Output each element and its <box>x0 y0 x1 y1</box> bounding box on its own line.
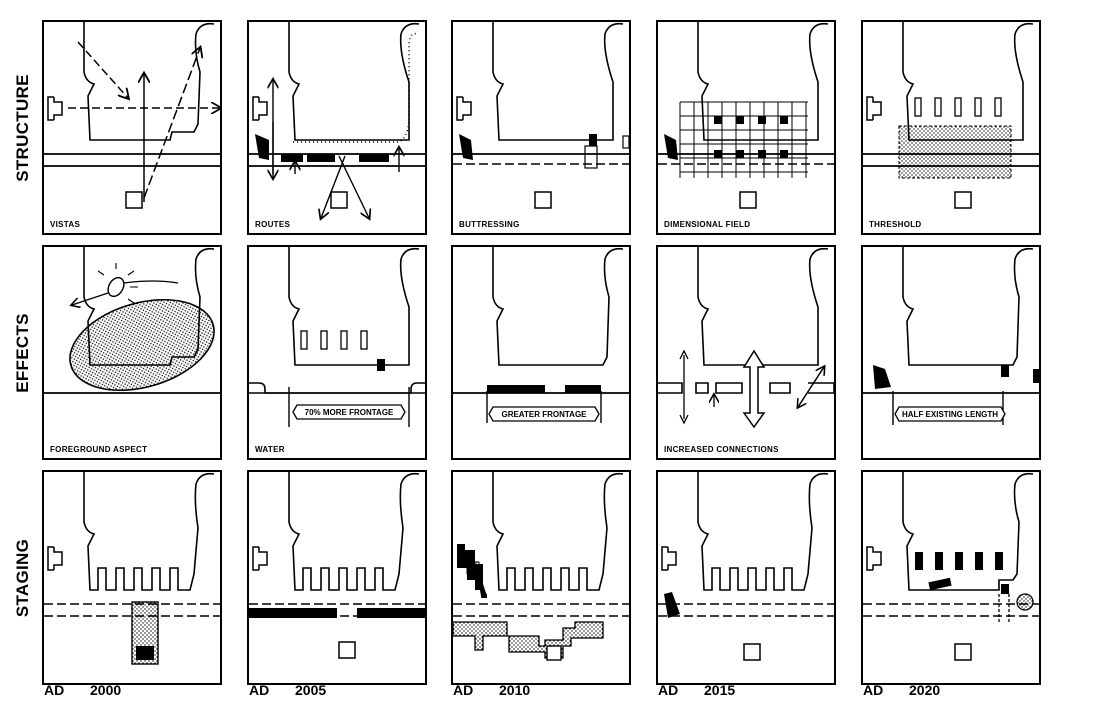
caption-threshold: THRESHOLD <box>869 220 922 229</box>
row-label-staging: STAGING <box>13 538 32 617</box>
panel-buttressing: BUTTRESSING <box>451 20 631 235</box>
banner-half-length: HALF EXISTING LENGTH <box>894 406 1006 422</box>
banner-more-frontage: 70% MORE FRONTAGE <box>292 404 406 420</box>
panel-greater-frontage: GREATER FRONTAGE <box>451 245 631 460</box>
caption-water: WATER <box>255 445 285 454</box>
panel-threshold: THRESHOLD <box>861 20 1041 235</box>
panel-staging-2000 <box>42 470 222 685</box>
panel-staging-2005 <box>247 470 427 685</box>
panel-water: 70% MORE FRONTAGE WATER <box>247 245 427 460</box>
row-label-effects: EFFECTS <box>13 312 32 393</box>
panel-half-length: HALF EXISTING LENGTH <box>861 245 1041 460</box>
caption-vistas: VISTAS <box>50 220 81 229</box>
panel-staging-2020 <box>861 470 1041 685</box>
row-label-structure: STRUCTURE <box>13 73 32 182</box>
caption-dimensional-field: DIMENSIONAL FIELD <box>664 220 751 229</box>
panel-increased-connections: INCREASED CONNECTIONS <box>656 245 836 460</box>
panel-staging-2015 <box>656 470 836 685</box>
panel-vistas: VISTAS <box>42 20 222 235</box>
caption-increased-connections: INCREASED CONNECTIONS <box>664 445 779 454</box>
caption-foreground-aspect: FOREGROUND ASPECT <box>50 445 148 454</box>
caption-routes: ROUTES <box>255 220 291 229</box>
panel-routes: ROUTES <box>247 20 427 235</box>
banner-greater-frontage: GREATER FRONTAGE <box>488 406 600 422</box>
panel-foreground-aspect: FOREGROUND ASPECT <box>42 245 222 460</box>
panel-dimensional-field: DIMENSIONAL FIELD <box>656 20 836 235</box>
panel-staging-2010 <box>451 470 631 685</box>
caption-buttressing: BUTTRESSING <box>459 220 520 229</box>
